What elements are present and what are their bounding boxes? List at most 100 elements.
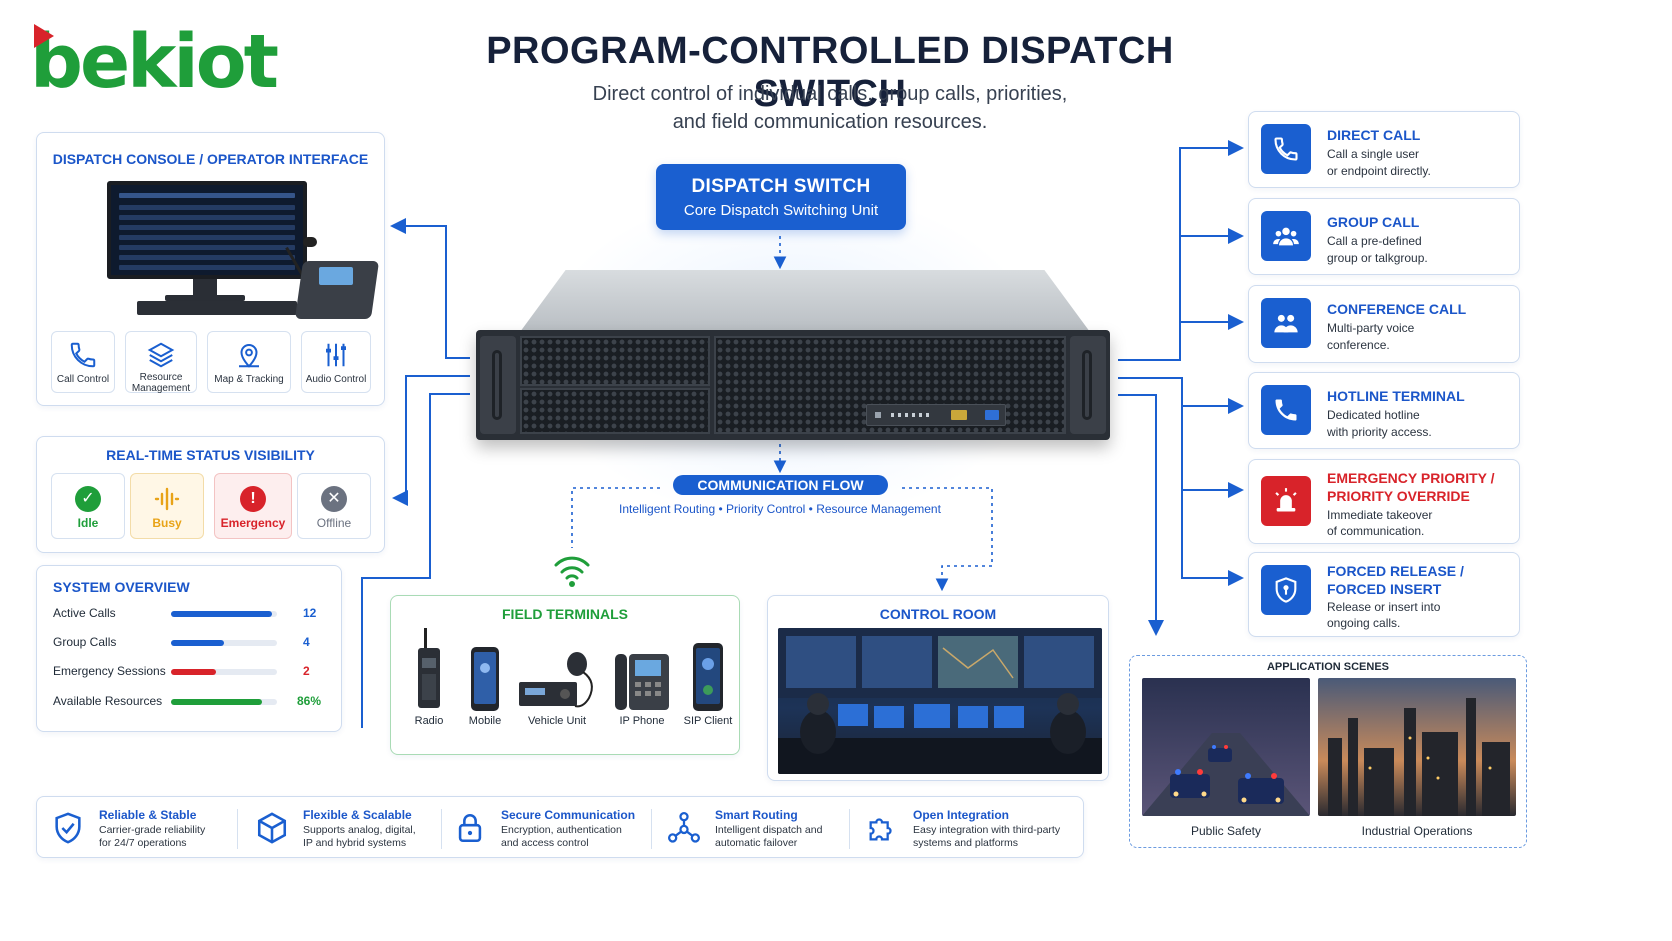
card-title-line-1: EMERGENCY PRIORITY / — [1327, 470, 1495, 486]
card-emergency-priority[interactable]: EMERGENCY PRIORITY / PRIORITY OVERRIDE I… — [1248, 459, 1520, 544]
application-scenes-card: APPLICATION SCENES Public Safety Industr… — [1129, 655, 1527, 848]
card-desc-1: Dedicated hotline — [1327, 408, 1420, 422]
check-icon: ✓ — [75, 486, 101, 512]
overview-value: 12 — [303, 606, 317, 620]
vent-mesh — [520, 336, 710, 386]
feature-title: Flexible & Scalable — [303, 808, 412, 822]
page-subtitle: Direct control of individual calls, grou… — [520, 80, 1140, 136]
feature-secure: Secure Communication Encryption, authent… — [439, 797, 649, 859]
terminal-label: Vehicle Unit — [527, 715, 587, 727]
server-chassis-top — [520, 270, 1090, 332]
control-room-card: CONTROL ROOM — [767, 595, 1109, 781]
terminal-radio: Radio — [409, 628, 449, 727]
subtitle-line-2: and field communication resources. — [672, 111, 988, 133]
status-emergency: ! Emergency — [214, 473, 292, 539]
overview-row: Emergency Sessions 2 — [53, 664, 333, 680]
tile-audio-control[interactable]: Audio Control — [301, 331, 371, 393]
card-desc-1: Immediate takeover — [1327, 508, 1433, 522]
overview-bar-fill — [171, 611, 272, 617]
puzzle-icon — [869, 818, 892, 841]
overview-row: Available Resources 86% — [53, 694, 333, 710]
radio-icon — [418, 628, 440, 708]
card-title: EMERGENCY PRIORITY / PRIORITY OVERRIDE — [1327, 469, 1513, 505]
card-desc-2: or endpoint directly. — [1327, 164, 1431, 178]
feature-divider — [237, 809, 238, 849]
card-forced-release[interactable]: FORCED RELEASE / FORCED INSERT Release o… — [1248, 552, 1520, 637]
overview-bar — [171, 611, 277, 617]
public-safety-image — [1142, 678, 1310, 816]
overview-row: Active Calls 12 — [53, 606, 333, 622]
card-title: DIRECT CALL — [1327, 127, 1421, 143]
feature-desc: Supports analog, digital,IP and hybrid s… — [303, 824, 416, 849]
overview-value: 4 — [303, 635, 310, 649]
shield-icon — [1261, 565, 1311, 615]
alert-icon: ! — [240, 486, 266, 512]
overview-bar-fill — [171, 640, 224, 646]
io-panel — [866, 404, 1006, 426]
phone-icon — [70, 342, 96, 368]
card-conference-call[interactable]: CONFERENCE CALL Multi-party voice confer… — [1248, 285, 1520, 363]
microphone-icon — [303, 237, 317, 247]
group-icon — [1261, 211, 1311, 261]
tile-label: Audio Control — [305, 374, 367, 385]
feature-strip: Reliable & Stable Carrier-grade reliabil… — [36, 796, 1084, 858]
tile-map-tracking[interactable]: Map & Tracking — [207, 331, 291, 393]
terminal-label: Mobile — [468, 715, 502, 727]
monitor-stand — [193, 279, 217, 297]
overview-label: Emergency Sessions — [53, 664, 166, 678]
overview-label: Group Calls — [53, 635, 117, 649]
sip-phone-icon — [693, 643, 723, 711]
control-room-title: CONTROL ROOM — [879, 606, 997, 622]
card-title: HOTLINE TERMINAL — [1327, 388, 1465, 404]
control-room-image — [778, 628, 1102, 774]
feature-divider — [651, 809, 652, 849]
card-group-call[interactable]: GROUP CALL Call a pre-defined group or t… — [1248, 198, 1520, 275]
scene-caption: Industrial Operations — [1361, 824, 1473, 838]
switch-title: DISPATCH SWITCH — [691, 176, 871, 197]
tile-call-control[interactable]: Call Control — [51, 331, 115, 393]
terminal-label: Radio — [414, 715, 444, 727]
terminal-mobile: Mobile — [465, 646, 505, 727]
communication-flow-badge: COMMUNICATION FLOW — [673, 475, 888, 495]
monitor-base — [165, 295, 245, 301]
x-circle-icon: ✕ — [321, 486, 347, 512]
feature-reliable: Reliable & Stable Carrier-grade reliabil… — [37, 797, 237, 859]
server-front-panel — [476, 330, 1110, 440]
feature-title: Reliable & Stable — [99, 808, 197, 822]
status-offline: ✕ Offline — [297, 473, 371, 539]
page-title: PROGRAM-CONTROLLED DISPATCH SWITCH — [486, 30, 1174, 115]
console-title: DISPATCH CONSOLE / OPERATOR INTERFACE — [52, 151, 369, 167]
field-terminals-title: FIELD TERMINALS — [502, 606, 628, 622]
terminal-label: IP Phone — [619, 715, 665, 727]
card-desc-2: ongoing calls. — [1327, 616, 1401, 630]
feature-divider — [441, 809, 442, 849]
overview-row: Group Calls 4 — [53, 635, 333, 651]
group-icon — [1261, 298, 1311, 348]
feature-title: Open Integration — [913, 808, 1009, 822]
status-busy: Busy — [130, 473, 204, 539]
overview-bar — [171, 699, 277, 705]
card-desc-1: Call a single user — [1327, 147, 1420, 161]
card-direct-call[interactable]: DIRECT CALL Call a single user or endpoi… — [1248, 111, 1520, 188]
brand-logo: bekiot — [30, 19, 279, 105]
terminal-ip-phone: IP Phone — [611, 652, 673, 727]
card-title-line-2: FORCED INSERT — [1327, 581, 1442, 597]
siren-icon — [1261, 476, 1311, 526]
card-hotline-terminal[interactable]: HOTLINE TERMINAL Dedicated hotline with … — [1248, 372, 1520, 449]
card-title-line-2: PRIORITY OVERRIDE — [1327, 488, 1470, 504]
map-pin-icon — [239, 344, 259, 368]
industrial-operations-image — [1318, 678, 1516, 816]
waveform-icon — [154, 487, 180, 511]
tile-resource-management[interactable]: Resource Management — [125, 331, 197, 394]
card-title: GROUP CALL — [1327, 214, 1420, 230]
overview-bar — [171, 669, 277, 675]
terminal-sip-client: SIP Client — [681, 642, 735, 727]
status-label: Offline — [316, 516, 352, 530]
overview-bar — [171, 640, 277, 646]
card-desc-1: Release or insert into — [1327, 600, 1441, 614]
field-terminals-card: FIELD TERMINALS Radio Mobile Vehicle Uni… — [390, 595, 740, 755]
